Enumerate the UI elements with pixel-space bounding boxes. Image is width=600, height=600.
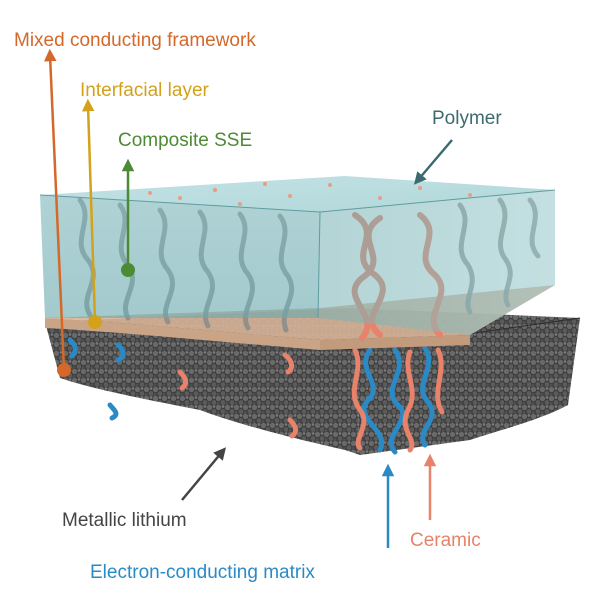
lithium-pointer: [181, 447, 227, 501]
label-ceramic: Ceramic: [410, 530, 481, 551]
polymer-top-dots: [148, 182, 472, 206]
interfacial-front: [45, 318, 320, 350]
polymer-top-face: [40, 176, 555, 212]
polymer-block: [39, 176, 556, 341]
polymer-right-face: [318, 190, 555, 335]
label-polymer: Polymer: [432, 108, 502, 129]
label-metallic-lithium: Metallic lithium: [62, 510, 187, 531]
label-composite-sse: Composite SSE: [118, 130, 252, 151]
label-electron-conducting-matrix: Electron-conducting matrix: [90, 562, 315, 583]
interfacial-pointer: [81, 98, 102, 329]
mixed-framework-pointer: [44, 48, 71, 377]
label-mixed-conducting-framework: Mixed conducting framework: [14, 30, 256, 51]
ceramic-strands-lower: [177, 347, 445, 453]
label-interfacial-layer: Interfacial layer: [80, 80, 210, 101]
polymer-pointer: [413, 139, 453, 185]
composite-sse-pointer: [121, 158, 135, 277]
polymer-front-face: [40, 195, 320, 318]
electron-matrix-strands: [67, 337, 435, 455]
